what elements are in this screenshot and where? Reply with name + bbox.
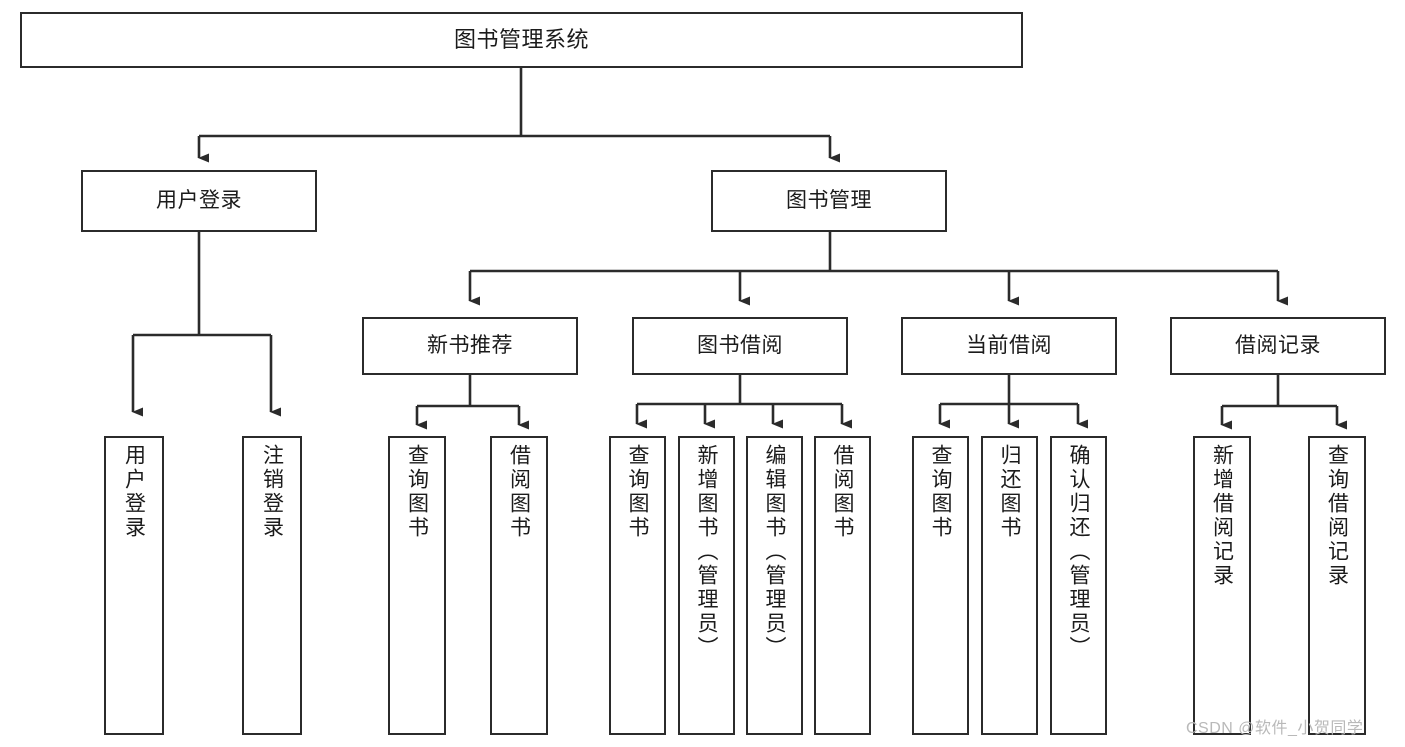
leaf-nb-borrow-book[interactable]: 借阅图书 — [490, 436, 548, 735]
leaf-bb-edit-book-label: 编辑图书（管理员） — [763, 444, 786, 660]
node-book-management[interactable]: 图书管理 — [711, 170, 947, 232]
leaf-br-query-record[interactable]: 查询借阅记录 — [1308, 436, 1366, 735]
node-user-login[interactable]: 用户登录 — [81, 170, 317, 232]
node-borrow-record-label: 借阅记录 — [1235, 334, 1321, 358]
leaf-cb-return-book[interactable]: 归还图书 — [981, 436, 1038, 735]
node-root-system-label: 图书管理系统 — [453, 26, 589, 52]
leaf-cb-confirm-return-label: 确认归还（管理员） — [1067, 444, 1090, 660]
watermark-text: CSDN @软件_小贺同学 — [1186, 720, 1364, 737]
node-user-login-label: 用户登录 — [156, 189, 242, 213]
leaf-logout-label: 注销登录 — [260, 444, 284, 540]
leaf-nb-query-book-label: 查询图书 — [405, 444, 429, 540]
node-current-borrow-label: 当前借阅 — [966, 334, 1052, 358]
leaf-bb-add-book-label: 新增图书（管理员） — [695, 444, 718, 660]
leaf-nb-query-book[interactable]: 查询图书 — [388, 436, 446, 735]
leaf-br-add-record[interactable]: 新增借阅记录 — [1193, 436, 1251, 735]
node-new-book-recommend-label: 新书推荐 — [427, 334, 513, 358]
node-borrow-record[interactable]: 借阅记录 — [1170, 317, 1386, 375]
leaf-br-query-record-label: 查询借阅记录 — [1325, 444, 1349, 588]
leaf-logout[interactable]: 注销登录 — [242, 436, 302, 735]
leaf-user-login[interactable]: 用户登录 — [104, 436, 164, 735]
node-current-borrow[interactable]: 当前借阅 — [901, 317, 1117, 375]
node-book-borrow[interactable]: 图书借阅 — [632, 317, 848, 375]
leaf-cb-return-book-label: 归还图书 — [998, 444, 1021, 540]
node-new-book-recommend[interactable]: 新书推荐 — [362, 317, 578, 375]
leaf-bb-edit-book[interactable]: 编辑图书（管理员） — [746, 436, 803, 735]
leaf-bb-query-book[interactable]: 查询图书 — [609, 436, 666, 735]
leaf-br-add-record-label: 新增借阅记录 — [1210, 444, 1234, 588]
leaf-cb-confirm-return[interactable]: 确认归还（管理员） — [1050, 436, 1107, 735]
leaf-bb-borrow-book[interactable]: 借阅图书 — [814, 436, 871, 735]
node-root-system[interactable]: 图书管理系统 — [20, 12, 1023, 68]
leaf-nb-borrow-book-label: 借阅图书 — [507, 444, 531, 540]
leaf-bb-add-book[interactable]: 新增图书（管理员） — [678, 436, 735, 735]
leaf-bb-borrow-book-label: 借阅图书 — [831, 444, 854, 540]
leaf-bb-query-book-label: 查询图书 — [626, 444, 649, 540]
leaf-cb-query-book[interactable]: 查询图书 — [912, 436, 969, 735]
node-book-borrow-label: 图书借阅 — [697, 334, 783, 358]
leaf-user-login-label: 用户登录 — [122, 444, 146, 540]
node-book-management-label: 图书管理 — [786, 189, 872, 213]
leaf-cb-query-book-label: 查询图书 — [929, 444, 952, 540]
